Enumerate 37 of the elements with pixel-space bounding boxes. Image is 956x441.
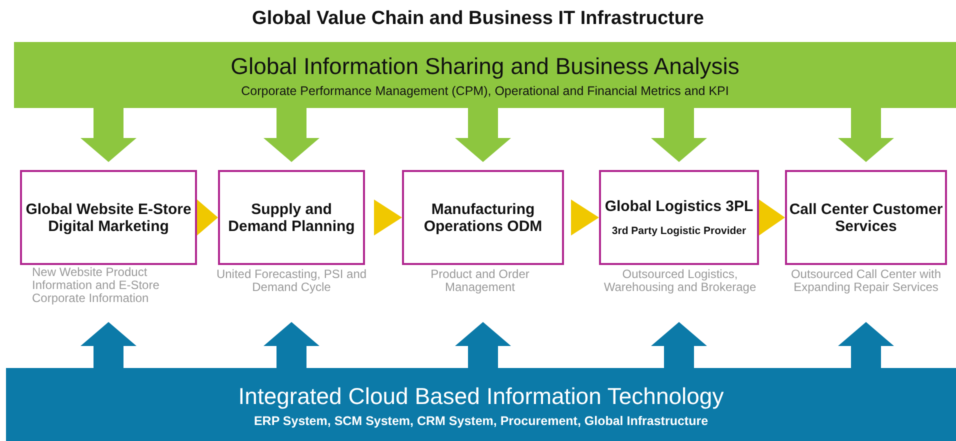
box-heading: Call Center Customer Services <box>788 200 944 234</box>
process-box <box>785 170 947 265</box>
process-box <box>20 170 197 265</box>
description-text: New Website Product Information and E-Store Corporate Information <box>32 266 160 305</box>
box-heading: Global Website E-Store Digital Marketing <box>24 200 192 234</box>
diagram-title: Global Value Chain and Business IT Infrastructure <box>251 8 705 30</box>
block-arrow <box>264 322 320 368</box>
process-box <box>599 170 759 265</box>
banner <box>14 42 956 108</box>
banner <box>6 368 956 441</box>
box-subtitle: 3rd Party Logistic Provider <box>612 225 746 237</box>
box-heading: Global Logistics 3PL <box>604 198 754 215</box>
banner-heading: Integrated Cloud Based Information Technology <box>238 382 724 410</box>
block-arrow <box>80 108 136 162</box>
block-arrow <box>838 108 894 162</box>
description-text: Outsourced Logistics, Warehousing and Brokerage <box>602 268 758 294</box>
process-box <box>402 170 564 265</box>
box-heading: Supply and Demand Planning <box>227 200 356 234</box>
description-text: Product and Order Management <box>430 268 530 294</box>
block-arrow <box>838 322 894 368</box>
banner-subtitle: Corporate Performance Management (CPM), Operational and Financial Metrics and KPI <box>241 84 729 98</box>
chevron-arrow <box>571 200 599 236</box>
banner-heading: Global Information Sharing and Business Analysis <box>230 52 740 80</box>
box-heading: Manufacturing Operations ODM <box>422 200 544 234</box>
block-arrow <box>264 108 320 162</box>
block-arrow <box>455 322 511 368</box>
process-box <box>218 170 365 265</box>
block-arrow <box>455 108 511 162</box>
description-text: Outsourced Call Center with Expanding Repair Services <box>790 268 942 294</box>
block-arrow <box>80 322 136 368</box>
chevron-arrow <box>197 200 218 236</box>
banner-subtitle: ERP System, SCM System, CRM System, Procurement, Global Infrastructure <box>254 414 708 428</box>
block-arrow <box>651 108 707 162</box>
chevron-arrow <box>759 200 785 236</box>
description-text: United Forecasting, PSI and Demand Cycle <box>215 268 368 294</box>
chevron-arrow <box>374 200 402 236</box>
block-arrow <box>651 322 707 368</box>
